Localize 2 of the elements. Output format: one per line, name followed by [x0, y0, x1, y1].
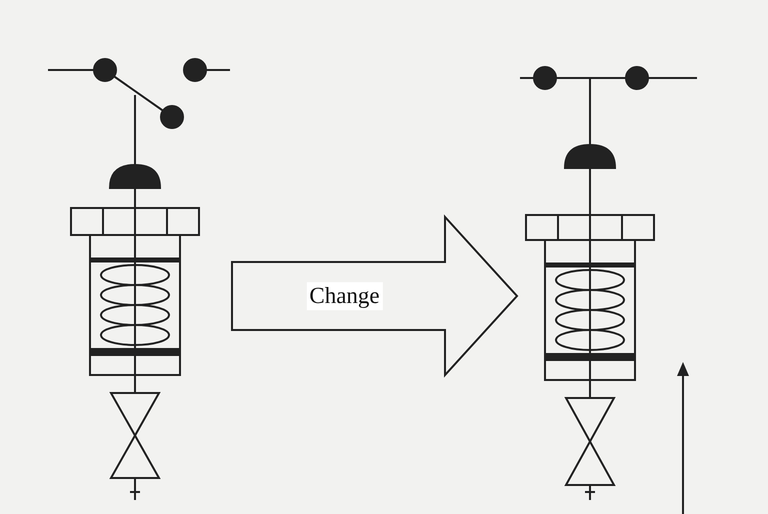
block-arrow — [231, 214, 518, 378]
edge-label: Change — [306, 282, 383, 310]
